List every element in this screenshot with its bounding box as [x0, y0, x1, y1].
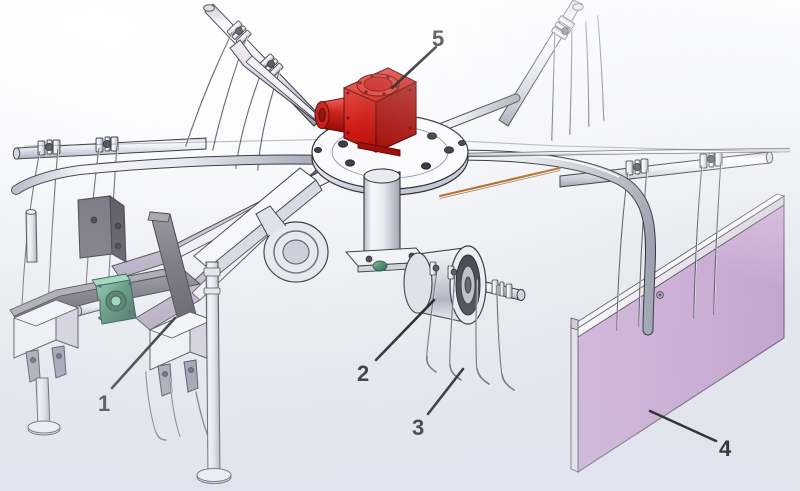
callout-leaders — [110, 45, 718, 443]
spring-tine-group-left — [145, 371, 209, 441]
callout-label-1: 1 — [98, 391, 111, 416]
callout-label-3: 3 — [412, 415, 425, 440]
gearbox — [314, 67, 418, 157]
callout-label-4: 4 — [719, 436, 732, 461]
leader-2 — [374, 298, 436, 362]
leader-4 — [648, 409, 718, 443]
tine-bar-upper-right — [498, 0, 605, 141]
windrow-deflector-panel — [570, 193, 785, 474]
callout-label-2: 2 — [357, 361, 370, 386]
leader-3 — [426, 367, 465, 416]
leader-5 — [390, 45, 438, 90]
support-legs — [25, 209, 232, 484]
spring-tine-group-center — [426, 261, 515, 391]
left-frame-assembly — [9, 195, 214, 397]
callout-label-5: 5 — [432, 26, 445, 51]
leader-1 — [110, 316, 177, 390]
